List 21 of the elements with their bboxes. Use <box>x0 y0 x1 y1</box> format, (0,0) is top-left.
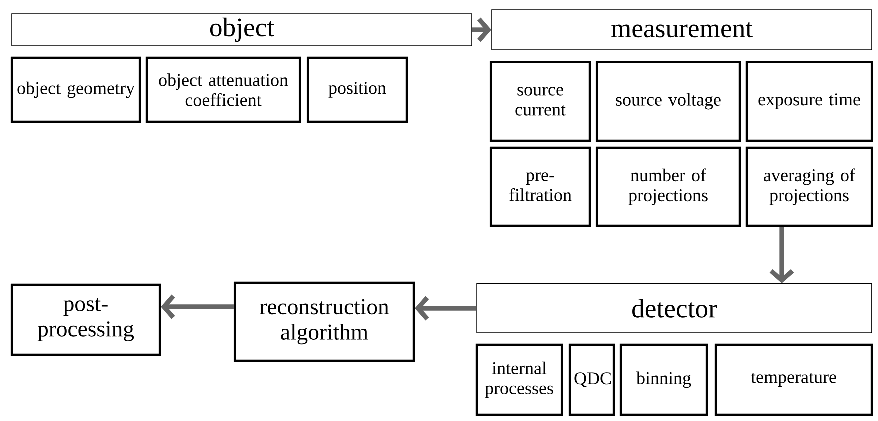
arrow <box>161 294 234 320</box>
group-header-box: object <box>12 14 472 46</box>
parameter-box: QDC <box>568 344 616 416</box>
arrow <box>770 227 794 284</box>
parameter-box: binning <box>620 344 708 416</box>
group-header-box: measurement <box>492 10 872 50</box>
parameter-box: object attenuation coefficient <box>146 56 302 124</box>
parameter-box: position <box>306 56 408 124</box>
parameter-box: source current <box>490 60 592 142</box>
parameter-box: source voltage <box>596 60 742 142</box>
group-header-box: detector <box>476 284 872 334</box>
parameter-box: temperature <box>714 344 874 416</box>
process-box: reconstruction algorithm <box>234 282 416 362</box>
parameter-box: exposure time <box>746 60 874 142</box>
parameter-box: object geometry <box>10 56 142 124</box>
arrow <box>415 296 477 321</box>
parameter-box: internal processes <box>476 344 564 416</box>
parameter-box: averaging of projections <box>746 146 874 228</box>
parameter-box: number of projections <box>596 146 742 228</box>
process-box: post-processing <box>10 284 162 356</box>
parameter-box: pre-filtration <box>490 146 592 228</box>
